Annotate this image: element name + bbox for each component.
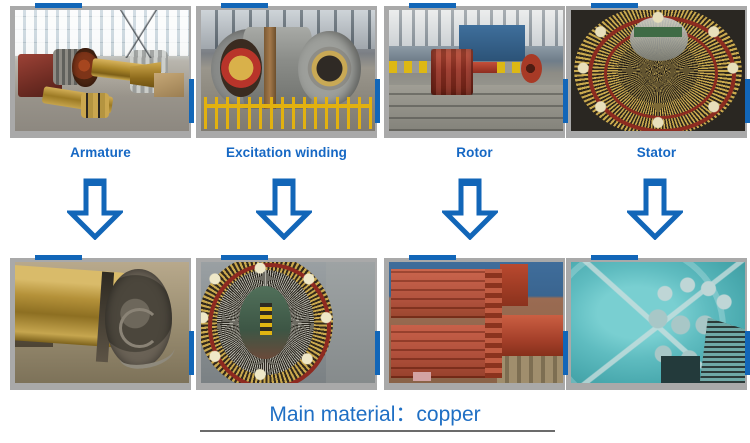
caption-armature: Armature xyxy=(70,145,131,160)
photo-detail xyxy=(389,60,435,73)
arrow-down-icon-armature xyxy=(64,178,126,241)
photo-frame-excitation-winding xyxy=(196,3,380,138)
frame-accent-tab-right xyxy=(745,330,750,376)
photo-detail xyxy=(496,62,529,73)
photo-detail xyxy=(390,324,499,379)
caption-rotor: Rotor xyxy=(456,145,493,160)
photo-detail xyxy=(389,85,563,131)
photo-detail xyxy=(484,269,503,379)
arrow-down-icon-stator xyxy=(624,178,686,241)
arrow-down-icon-rotor xyxy=(439,178,501,241)
photo-detail xyxy=(204,97,372,129)
photo-detail xyxy=(298,30,362,106)
photo-inner xyxy=(15,10,189,131)
photo-inner xyxy=(201,262,375,383)
photo-inner xyxy=(571,10,745,131)
photo-detail xyxy=(220,39,262,98)
photo-inner xyxy=(571,262,745,383)
photo-detail xyxy=(263,26,276,110)
frame-accent-tab-right xyxy=(745,78,750,124)
photo-frame-excitation-winding-detail xyxy=(196,255,380,390)
photo-frame-armature-detail xyxy=(10,255,194,390)
footer-divider xyxy=(200,430,555,432)
photo-rotor-detail xyxy=(389,262,563,383)
frame-accent-tab-right xyxy=(189,78,194,124)
photo-frame-stator-detail xyxy=(566,255,750,390)
frame-accent-tab-top xyxy=(591,255,639,260)
photo-detail xyxy=(390,269,499,319)
photo-detail xyxy=(571,10,745,131)
photo-detail xyxy=(470,62,513,73)
photo-frame-stator xyxy=(566,3,750,138)
photo-detail xyxy=(496,353,563,383)
photo-detail xyxy=(699,317,745,383)
frame-accent-tab-right xyxy=(375,330,380,376)
photo-frame-armature xyxy=(10,3,194,138)
photo-detail xyxy=(413,372,431,381)
footer: Main material：copper xyxy=(0,403,750,432)
photo-stator-detail xyxy=(571,262,745,383)
caption-stator: Stator xyxy=(636,145,677,160)
photo-detail xyxy=(154,72,184,98)
caption-excitation-winding: Excitation winding xyxy=(225,145,348,160)
photo-armature-detail xyxy=(15,262,189,383)
photo-armature xyxy=(15,10,189,131)
photo-rotor xyxy=(389,10,563,131)
photo-inner xyxy=(389,262,563,383)
frame-accent-tab-right xyxy=(375,78,380,124)
frame-accent-tab-top xyxy=(35,3,83,8)
photo-detail xyxy=(201,262,375,383)
frame-accent-tab-right xyxy=(189,330,194,376)
frame-accent-tab-top xyxy=(409,255,457,260)
photo-detail xyxy=(81,93,109,118)
photo-stator xyxy=(571,10,745,131)
photo-inner xyxy=(201,10,375,131)
photo-detail xyxy=(493,315,563,357)
frame-accent-tab-top xyxy=(35,255,83,260)
photo-inner xyxy=(15,262,189,383)
photo-excitation-winding-detail xyxy=(201,262,375,383)
photo-frame-rotor-detail xyxy=(384,255,568,390)
photo-detail xyxy=(119,307,161,348)
frame-accent-tab-top xyxy=(409,3,457,8)
frame-accent-tab-top xyxy=(591,3,639,8)
frame-accent-tab-top xyxy=(221,255,269,260)
photo-excitation-winding xyxy=(201,10,375,131)
arrow-down-icon-excitation-winding xyxy=(253,178,315,241)
photo-detail xyxy=(430,48,473,95)
photo-detail xyxy=(521,53,543,83)
photo-inner xyxy=(389,10,563,131)
photo-detail xyxy=(661,356,700,383)
frame-accent-tab-top xyxy=(221,3,269,8)
photo-detail xyxy=(117,334,177,371)
photo-frame-rotor xyxy=(384,3,568,138)
frame-accent-tab-right xyxy=(563,78,568,124)
frame-accent-tab-right xyxy=(563,330,568,376)
photo-detail xyxy=(500,264,529,306)
main-material-text: Main material：copper xyxy=(269,403,481,426)
